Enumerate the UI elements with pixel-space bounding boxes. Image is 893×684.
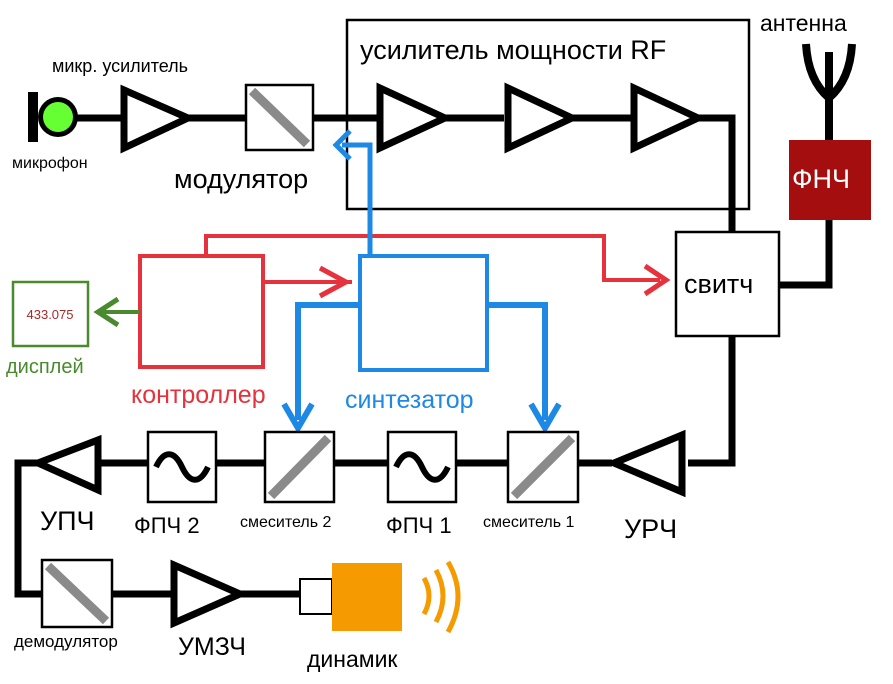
modulator-block xyxy=(244,83,315,152)
fpch1-label: ФПЧ 1 xyxy=(386,513,452,538)
microphone-icon xyxy=(28,92,78,142)
demod-label: демодулятор xyxy=(14,632,118,651)
synthesizer-label: синтезатор xyxy=(345,386,474,414)
rf-amplifier-1 xyxy=(376,82,454,154)
rf-amplifier-3 xyxy=(630,82,707,154)
display-label: дисплей xyxy=(6,356,84,378)
power-amp-frame xyxy=(345,18,751,211)
controller-block xyxy=(138,254,265,369)
lpf-block xyxy=(789,140,871,220)
mixer1-label: смеситель 1 xyxy=(483,514,574,531)
mixer1-block xyxy=(506,430,580,504)
fpch2-label: ФПЧ 2 xyxy=(134,513,200,538)
synth-section: синтезатор xyxy=(281,129,562,434)
power-amp-label: усилитель мощности RF xyxy=(360,35,666,65)
synthesizer-block xyxy=(358,254,489,372)
controller-label: контроллер xyxy=(131,381,266,409)
speaker-icon xyxy=(299,560,461,634)
speaker-label: динамик xyxy=(307,646,398,672)
mic-amplifier-triangle xyxy=(120,84,197,154)
antenna-section: антенна ФНЧ свитч xyxy=(674,10,871,467)
switch-block xyxy=(674,230,781,338)
urch-label: УРЧ xyxy=(624,514,677,544)
upch-triangle xyxy=(28,434,102,496)
modulator-label: модулятор xyxy=(174,164,308,194)
fpch1-block xyxy=(386,430,458,504)
upch-label: УПЧ xyxy=(40,506,95,536)
switch-label: свитч xyxy=(684,269,753,299)
mic-amp-label: микр. усилитель xyxy=(52,56,188,76)
antenna-label: антенна xyxy=(760,10,847,36)
umzch-triangle xyxy=(170,559,249,629)
sine-wave-icon xyxy=(153,451,211,483)
umzch-label: УМЗЧ xyxy=(178,633,246,661)
urch-triangle xyxy=(604,429,686,498)
display-block xyxy=(11,280,90,348)
control-section: контроллер 433.075 дисплей xyxy=(6,234,671,409)
rf-amplifier-2 xyxy=(504,82,581,154)
rx-chain: УРЧ смеситель 1 ФПЧ 1 смеситель 2 ФПЧ 2 … xyxy=(14,429,686,672)
demodulator-block xyxy=(40,558,114,629)
sine-wave-icon xyxy=(393,451,451,483)
mixer2-label: смеситель 2 xyxy=(240,514,331,531)
mic-label: микрофон xyxy=(12,155,88,172)
fpch2-block xyxy=(146,430,218,504)
display-value: 433.075 xyxy=(27,307,74,322)
mixer2-block xyxy=(263,430,336,504)
antenna-icon xyxy=(802,43,856,140)
lpf-label: ФНЧ xyxy=(792,164,850,194)
tx-chain: микрофон микр. усилитель модулятор усили… xyxy=(12,18,751,232)
